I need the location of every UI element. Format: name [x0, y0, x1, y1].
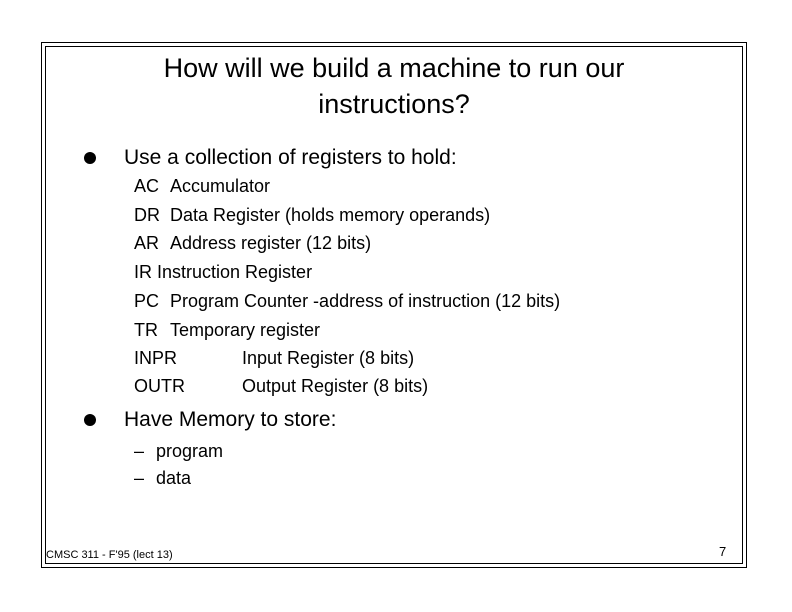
register-abbr: AR	[134, 233, 160, 253]
slide-inner-border	[45, 46, 743, 564]
memory-item-data: –data	[134, 467, 191, 489]
bullet-registers-text: Use a collection of registers to hold:	[124, 146, 457, 169]
register-item-ar: AR Address register (12 bits)	[134, 232, 371, 254]
register-abbr: TR	[134, 320, 158, 340]
bullet-dot-icon	[84, 414, 96, 426]
register-item-inpr: INPR Input Register (8 bits)	[134, 347, 414, 369]
memory-item-text: data	[156, 468, 192, 488]
bullet-memory-text: Have Memory to store:	[124, 408, 337, 431]
register-desc: Address register (12 bits)	[170, 233, 372, 253]
register-desc: Accumulator	[170, 176, 271, 196]
register-desc: Program Counter -address of instruction …	[170, 291, 561, 311]
bullet-dot-icon	[84, 152, 96, 164]
register-item-tr: TR Temporary register	[134, 319, 320, 341]
slide-title: How will we build a machine to run our i…	[41, 50, 747, 122]
register-abbr: INPR	[134, 348, 178, 368]
slide-title-line-1: How will we build a machine to run our	[163, 53, 625, 83]
dash-icon: –	[134, 468, 145, 488]
register-abbr: PC	[134, 291, 160, 311]
register-abbr: IR	[134, 262, 152, 282]
register-desc: Input Register (8 bits)	[242, 348, 415, 368]
register-abbr: OUTR	[134, 376, 185, 396]
register-desc: Instruction Register	[157, 262, 313, 282]
register-abbr: DR	[134, 205, 160, 225]
slide-footer: CMSC 311 - F'95 (lect 13)	[46, 549, 173, 561]
register-item-pc: PC Program Counter -address of instructio…	[134, 290, 560, 312]
memory-item-text: program	[156, 441, 224, 461]
register-desc: Output Register (8 bits)	[242, 376, 429, 396]
register-item-ac: AC Accumulator	[134, 175, 270, 197]
register-item-dr: DR Data Register (holds memory operands)	[134, 204, 490, 226]
slide-outer-border	[41, 42, 747, 568]
dash-icon: –	[134, 441, 145, 461]
slide-title-line-2: instructions?	[318, 89, 470, 119]
register-desc: Temporary register	[170, 320, 321, 340]
register-item-outr: OUTR Output Register (8 bits)	[134, 375, 428, 397]
register-abbr: AC	[134, 176, 160, 196]
register-desc: Data Register (holds memory operands)	[170, 205, 491, 225]
memory-item-program: –program	[134, 440, 223, 462]
page-number: 7	[719, 544, 727, 559]
